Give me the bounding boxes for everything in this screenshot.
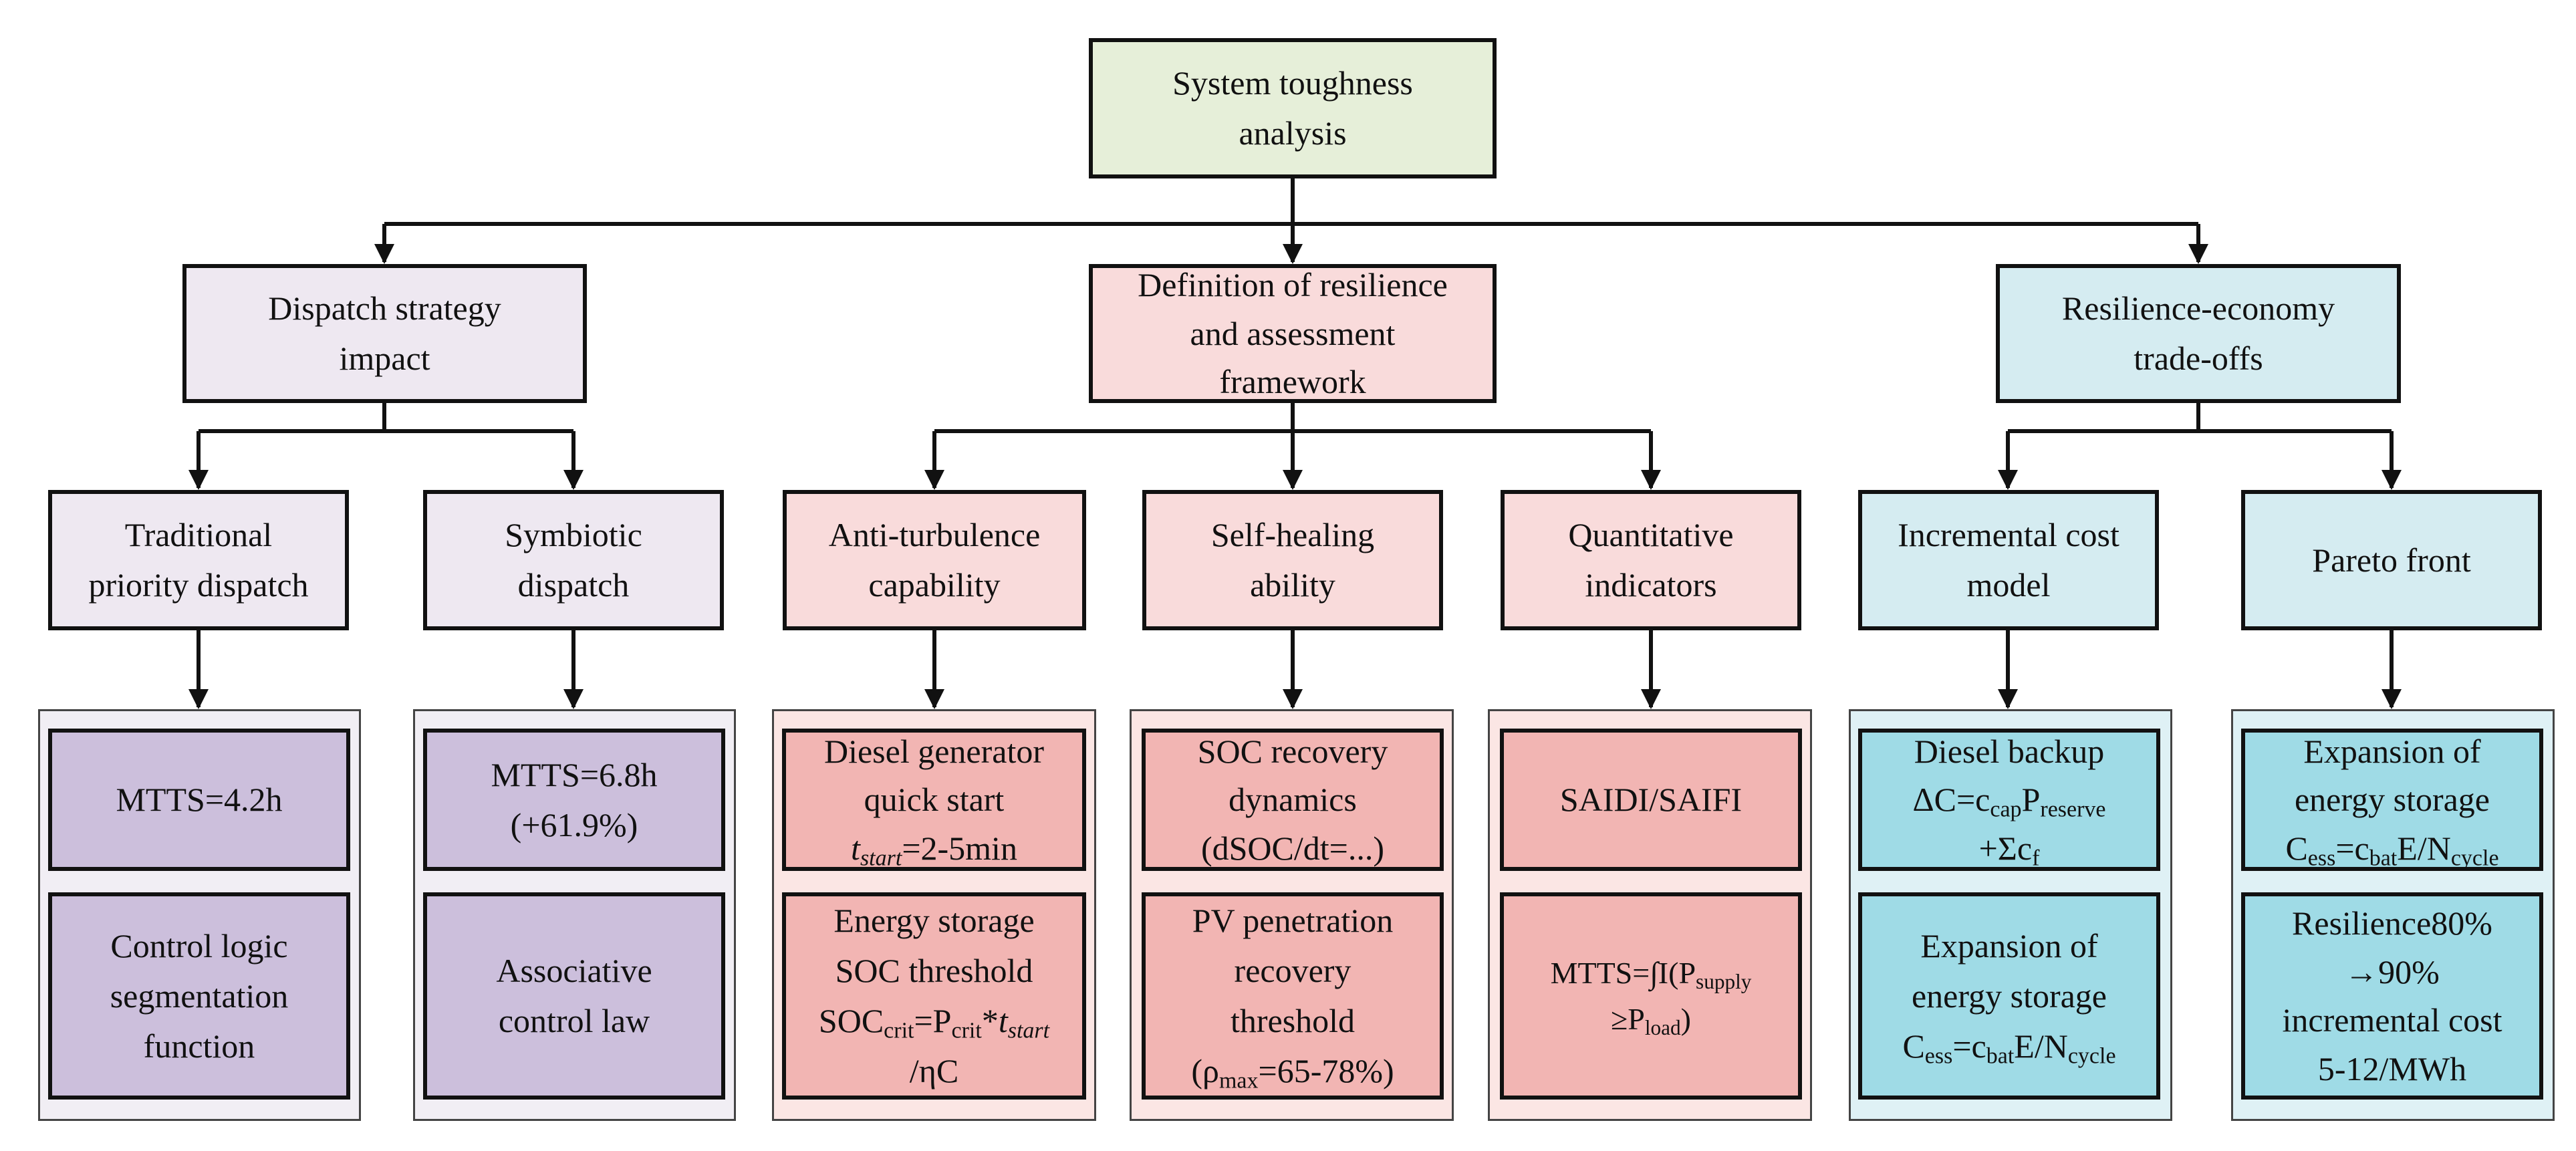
- detail-quant-mtts-formula: MTTS=∫I(Psupply ≥Pload): [1500, 892, 1802, 1100]
- subtopic-traditional-line-1: Traditional: [124, 516, 273, 553]
- subtopic-incremental-line-2: model: [1966, 566, 2051, 604]
- detail-pareto-energy-storage: Expansion of energy storage Cess=cbatE/N…: [2241, 729, 2543, 871]
- subtopic-anti-turbulence: Anti-turbulence capability: [783, 490, 1086, 630]
- detail-pareto-storage-line-1: Expansion of: [2303, 732, 2481, 770]
- subtopic-incremental-cost-model: Incremental cost model: [1858, 490, 2159, 630]
- detail-pareto-cost-line-3: incremental cost: [2282, 1001, 2502, 1039]
- subtopic-symbiotic-line-2: dispatch: [517, 566, 630, 604]
- subtopic-anti-line-1: Anti-turbulence: [828, 516, 1041, 553]
- subtopic-traditional-priority-dispatch: Traditional priority dispatch: [48, 490, 349, 630]
- subtopic-self-healing: Self-healing ability: [1142, 490, 1443, 630]
- subtopic-pareto-line-1: Pareto front: [2312, 541, 2471, 579]
- detail-pareto-cost-line-2: →90%: [2345, 952, 2440, 991]
- detail-incr-diesel-sum: +Σcf: [1978, 829, 2040, 871]
- subtopic-self-line-1: Self-healing: [1210, 516, 1375, 553]
- detail-quant-saidi-text: SAIDI/SAIFI: [1559, 781, 1743, 818]
- subtopic-incremental-line-1: Incremental cost: [1898, 516, 2119, 553]
- detail-self-pv-line-3: threshold: [1230, 1002, 1356, 1039]
- detail-traditional-logic-line-2: segmentation: [110, 977, 289, 1015]
- detail-anti-soc-line-2: SOC threshold: [835, 952, 1033, 989]
- subtopic-self-line-2: ability: [1250, 566, 1335, 604]
- detail-anti-diesel-formula: tstart=2-5min: [851, 829, 1017, 871]
- detail-traditional-mtts-text: MTTS=4.2h: [116, 781, 283, 818]
- branch-dispatch-line-1: Dispatch strategy: [268, 289, 501, 327]
- branch-dispatch-line-2: impact: [339, 340, 430, 377]
- detail-traditional-logic-line-1: Control logic: [110, 926, 288, 965]
- detail-self-soc-line-1: SOC recovery: [1197, 732, 1388, 770]
- detail-symbiotic-mtts-line-1: MTTS=6.8h: [491, 755, 658, 793]
- detail-traditional-mtts: MTTS=4.2h: [48, 729, 350, 871]
- detail-incr-storage-line-2: energy storage: [1911, 977, 2107, 1015]
- subtopic-symbiotic-line-1: Symbiotic: [505, 516, 642, 553]
- detail-self-pv-formula: (ρmax=65-78%): [1191, 1052, 1394, 1094]
- subtopic-quant-line-2: indicators: [1585, 566, 1717, 604]
- branch-tradeoffs-line-2: trade-offs: [2134, 340, 2263, 377]
- detail-pareto-storage-formula: Cess=cbatE/Ncycle: [2285, 829, 2499, 871]
- detail-pareto-resilience-cost: Resilience80% →90% incremental cost 5-12…: [2241, 892, 2543, 1100]
- detail-symbiotic-law-line-1: Associative: [496, 952, 652, 989]
- branch-definition-line-1: Definition of resilience: [1138, 266, 1448, 304]
- detail-symbiotic-control-law: Associative control law: [423, 892, 725, 1100]
- detail-anti-soc-threshold: Energy storage SOC threshold SOCcrit=Pcr…: [782, 892, 1086, 1100]
- subtopic-quant-line-1: Quantitative: [1568, 516, 1734, 553]
- branch-resilience-economy: Resilience-economy trade-offs: [1996, 264, 2401, 403]
- detail-incr-storage-line-1: Expansion of: [1920, 926, 2098, 965]
- detail-pareto-storage-line-2: energy storage: [2294, 781, 2490, 819]
- subtopic-pareto-front: Pareto front: [2241, 490, 2542, 630]
- detail-self-pv-penetration: PV penetration recovery threshold (ρmax=…: [1142, 892, 1444, 1100]
- detail-incr-diesel-formula: ΔC=ccapPreserve: [1912, 781, 2106, 822]
- detail-pareto-cost-line-4: 5-12/MWh: [2317, 1049, 2467, 1088]
- detail-anti-diesel-line-2: quick start: [864, 781, 1005, 819]
- detail-anti-soc-line-1: Energy storage: [833, 902, 1035, 939]
- detail-quant-formula-line-2: ≥Pload): [1610, 1002, 1691, 1039]
- detail-self-soc-line-3: (dSOC/dt=...): [1200, 829, 1385, 867]
- subtopic-symbiotic-dispatch: Symbiotic dispatch: [423, 490, 724, 630]
- detail-anti-diesel-quick-start: Diesel generator quick start tstart=2-5m…: [782, 729, 1086, 871]
- detail-anti-soc-line-4: /ηC: [909, 1052, 959, 1090]
- detail-quant-formula-line-1: MTTS=∫I(Psupply: [1550, 956, 1752, 993]
- detail-self-soc-line-2: dynamics: [1229, 781, 1357, 819]
- detail-anti-diesel-line-1: Diesel generator: [823, 732, 1044, 770]
- branch-dispatch-strategy: Dispatch strategy impact: [182, 264, 587, 403]
- detail-symbiotic-mtts: MTTS=6.8h (+61.9%): [423, 729, 725, 871]
- detail-self-pv-line-2: recovery: [1234, 952, 1351, 989]
- root-line-2: analysis: [1239, 114, 1347, 152]
- branch-definition-framework: Definition of resilience and assessment …: [1089, 264, 1497, 403]
- subtopic-quantitative-indicators: Quantitative indicators: [1501, 490, 1801, 630]
- detail-anti-soc-formula: SOCcrit=Pcrit*tstart: [818, 1002, 1050, 1043]
- root-line-1: System toughness: [1172, 64, 1413, 102]
- detail-incr-storage-formula: Cess=cbatE/Ncycle: [1902, 1027, 2116, 1068]
- branch-tradeoffs-line-1: Resilience-economy: [2061, 289, 2335, 327]
- detail-symbiotic-mtts-line-2: (+61.9%): [510, 805, 638, 844]
- subtopic-traditional-line-2: priority dispatch: [88, 566, 309, 604]
- detail-pareto-cost-line-1: Resilience80%: [2292, 904, 2492, 942]
- subtopic-anti-line-2: capability: [868, 566, 1001, 604]
- detail-self-pv-line-1: PV penetration: [1192, 902, 1394, 939]
- detail-self-soc-recovery: SOC recovery dynamics (dSOC/dt=...): [1142, 729, 1444, 871]
- detail-incremental-diesel-backup: Diesel backup ΔC=ccapPreserve +Σcf: [1858, 729, 2160, 871]
- detail-traditional-control-logic: Control logic segmentation function: [48, 892, 350, 1100]
- detail-quant-saidi-saifi: SAIDI/SAIFI: [1500, 729, 1802, 871]
- detail-symbiotic-law-line-2: control law: [498, 1002, 650, 1039]
- detail-incr-diesel-line-1: Diesel backup: [1914, 732, 2105, 770]
- branch-definition-line-3: framework: [1219, 363, 1366, 401]
- branch-definition-line-2: and assessment: [1190, 314, 1396, 352]
- detail-traditional-logic-line-3: function: [143, 1027, 255, 1065]
- detail-incremental-energy-storage: Expansion of energy storage Cess=cbatE/N…: [1858, 892, 2160, 1100]
- root-node: System toughness analysis: [1089, 38, 1497, 178]
